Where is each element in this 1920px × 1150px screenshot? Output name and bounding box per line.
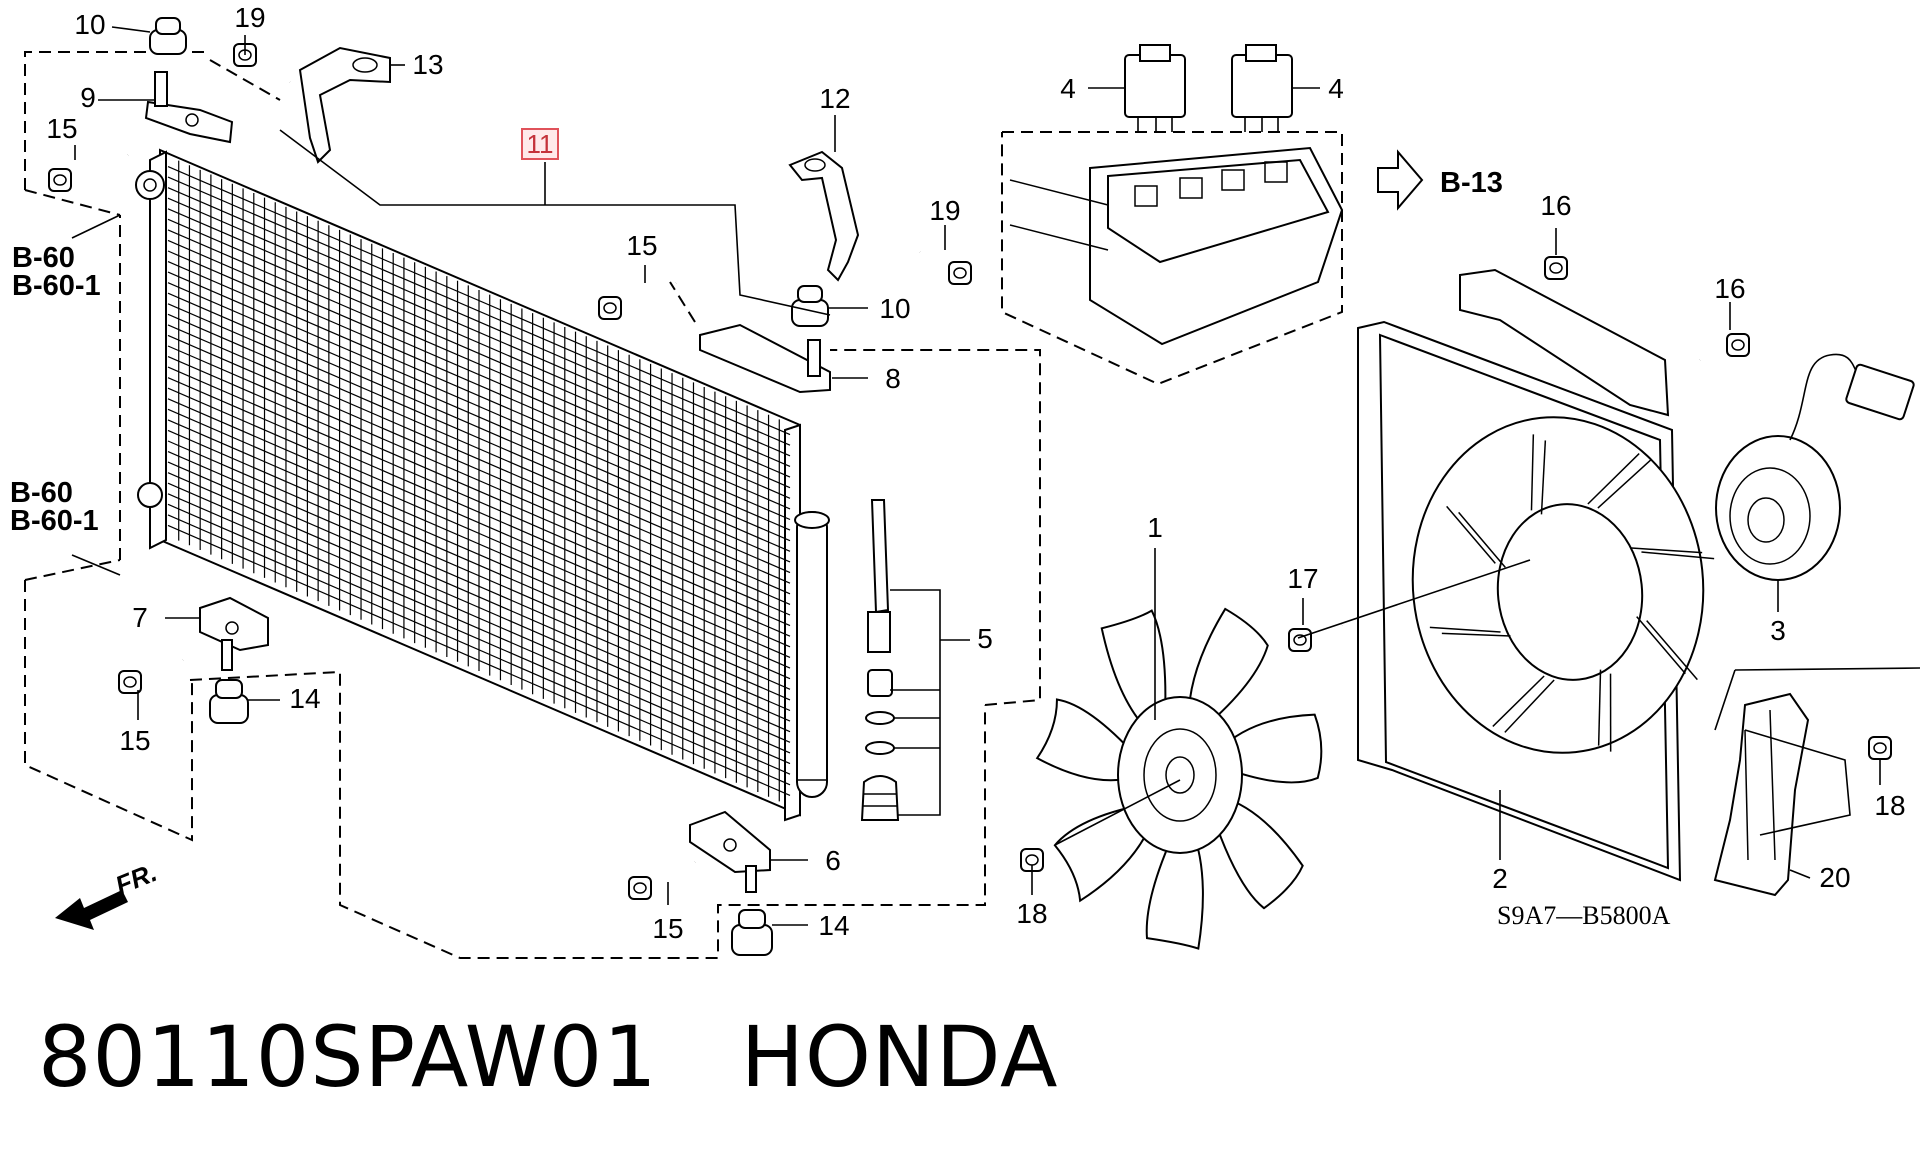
bracket-7 [199,596,269,671]
fan-shroud [1357,268,1715,882]
ref-b13: B-13 [1440,167,1503,199]
part-number-5: 5 [977,623,993,654]
part-number-14: 14 [289,683,320,714]
receiver-dryer [794,511,830,798]
fan-motor [1715,353,1915,581]
highlight-label: 11 [527,129,554,159]
part-number-3: 3 [1770,615,1786,646]
part-number-18: 18 [1874,790,1905,821]
bracket-12 [788,150,860,282]
part-number-17: 17 [1287,563,1318,594]
front-direction-arrow [55,890,128,930]
group-outlines [24,51,1041,959]
part-numbers: 10 19 13 9 15 12 19 15 10 8 4 4 16 16 1 … [46,2,1905,944]
part-number-16: 16 [1540,190,1571,221]
mount-10-top [149,17,187,55]
mount-10-mid [791,285,829,327]
part-number-12: 12 [819,83,850,114]
part-number-13: 13 [412,49,443,80]
part-number-14: 14 [818,910,849,941]
part-number-19: 19 [234,2,265,33]
shield-20 [1713,692,1810,897]
highlight-box [521,128,559,160]
relay-left [1124,44,1186,132]
leader-lines [71,26,1920,926]
part-number-15: 15 [119,725,150,756]
part-number-19: 19 [929,195,960,226]
arrow-right-icon [1377,149,1424,211]
ref-b60-top: B-60 [12,242,75,274]
part-number-2: 2 [1492,863,1508,894]
part-number-9: 9 [80,82,96,113]
part-number-4: 4 [1060,73,1076,104]
part-number-18: 18 [1016,898,1047,929]
part-number-16: 16 [1714,273,1745,304]
part-number-6: 6 [825,845,841,876]
part-number-7: 7 [132,602,148,633]
bracket-13 [298,46,391,164]
condenser [135,148,801,822]
part-number-15: 15 [46,113,77,144]
ref-b60-mid: B-60 [10,477,73,509]
part-number-8: 8 [885,363,901,394]
part-number-20: 20 [1819,862,1850,893]
bracket-8 [699,323,831,394]
part-number-caption: 80110SPAW01 HONDA [38,1008,1059,1106]
part-number-15: 15 [626,230,657,261]
fan-blade [1035,607,1323,950]
mount-14-left [209,679,249,724]
bolts [48,43,1892,900]
desiccant-kit [860,499,900,821]
relay-box-callout [1001,131,1344,386]
part-number-4: 4 [1328,73,1344,104]
bracket-9 [144,71,234,144]
section-refs: B-60 B-60-1 B-60 B-60-1 B-13 [10,167,1503,537]
part-number-1: 1 [1147,512,1163,543]
part-number-10: 10 [74,9,105,40]
mount-14-bottom [731,909,773,956]
ref-b60-1-top: B-60-1 [12,270,101,302]
part-number-10: 10 [879,293,910,324]
bracket-6 [689,810,771,893]
ref-b60-1-mid: B-60-1 [10,505,99,537]
relay-right [1231,44,1293,132]
part-number-15: 15 [652,913,683,944]
drawing-code: S9A7—B5800A [1497,901,1671,930]
